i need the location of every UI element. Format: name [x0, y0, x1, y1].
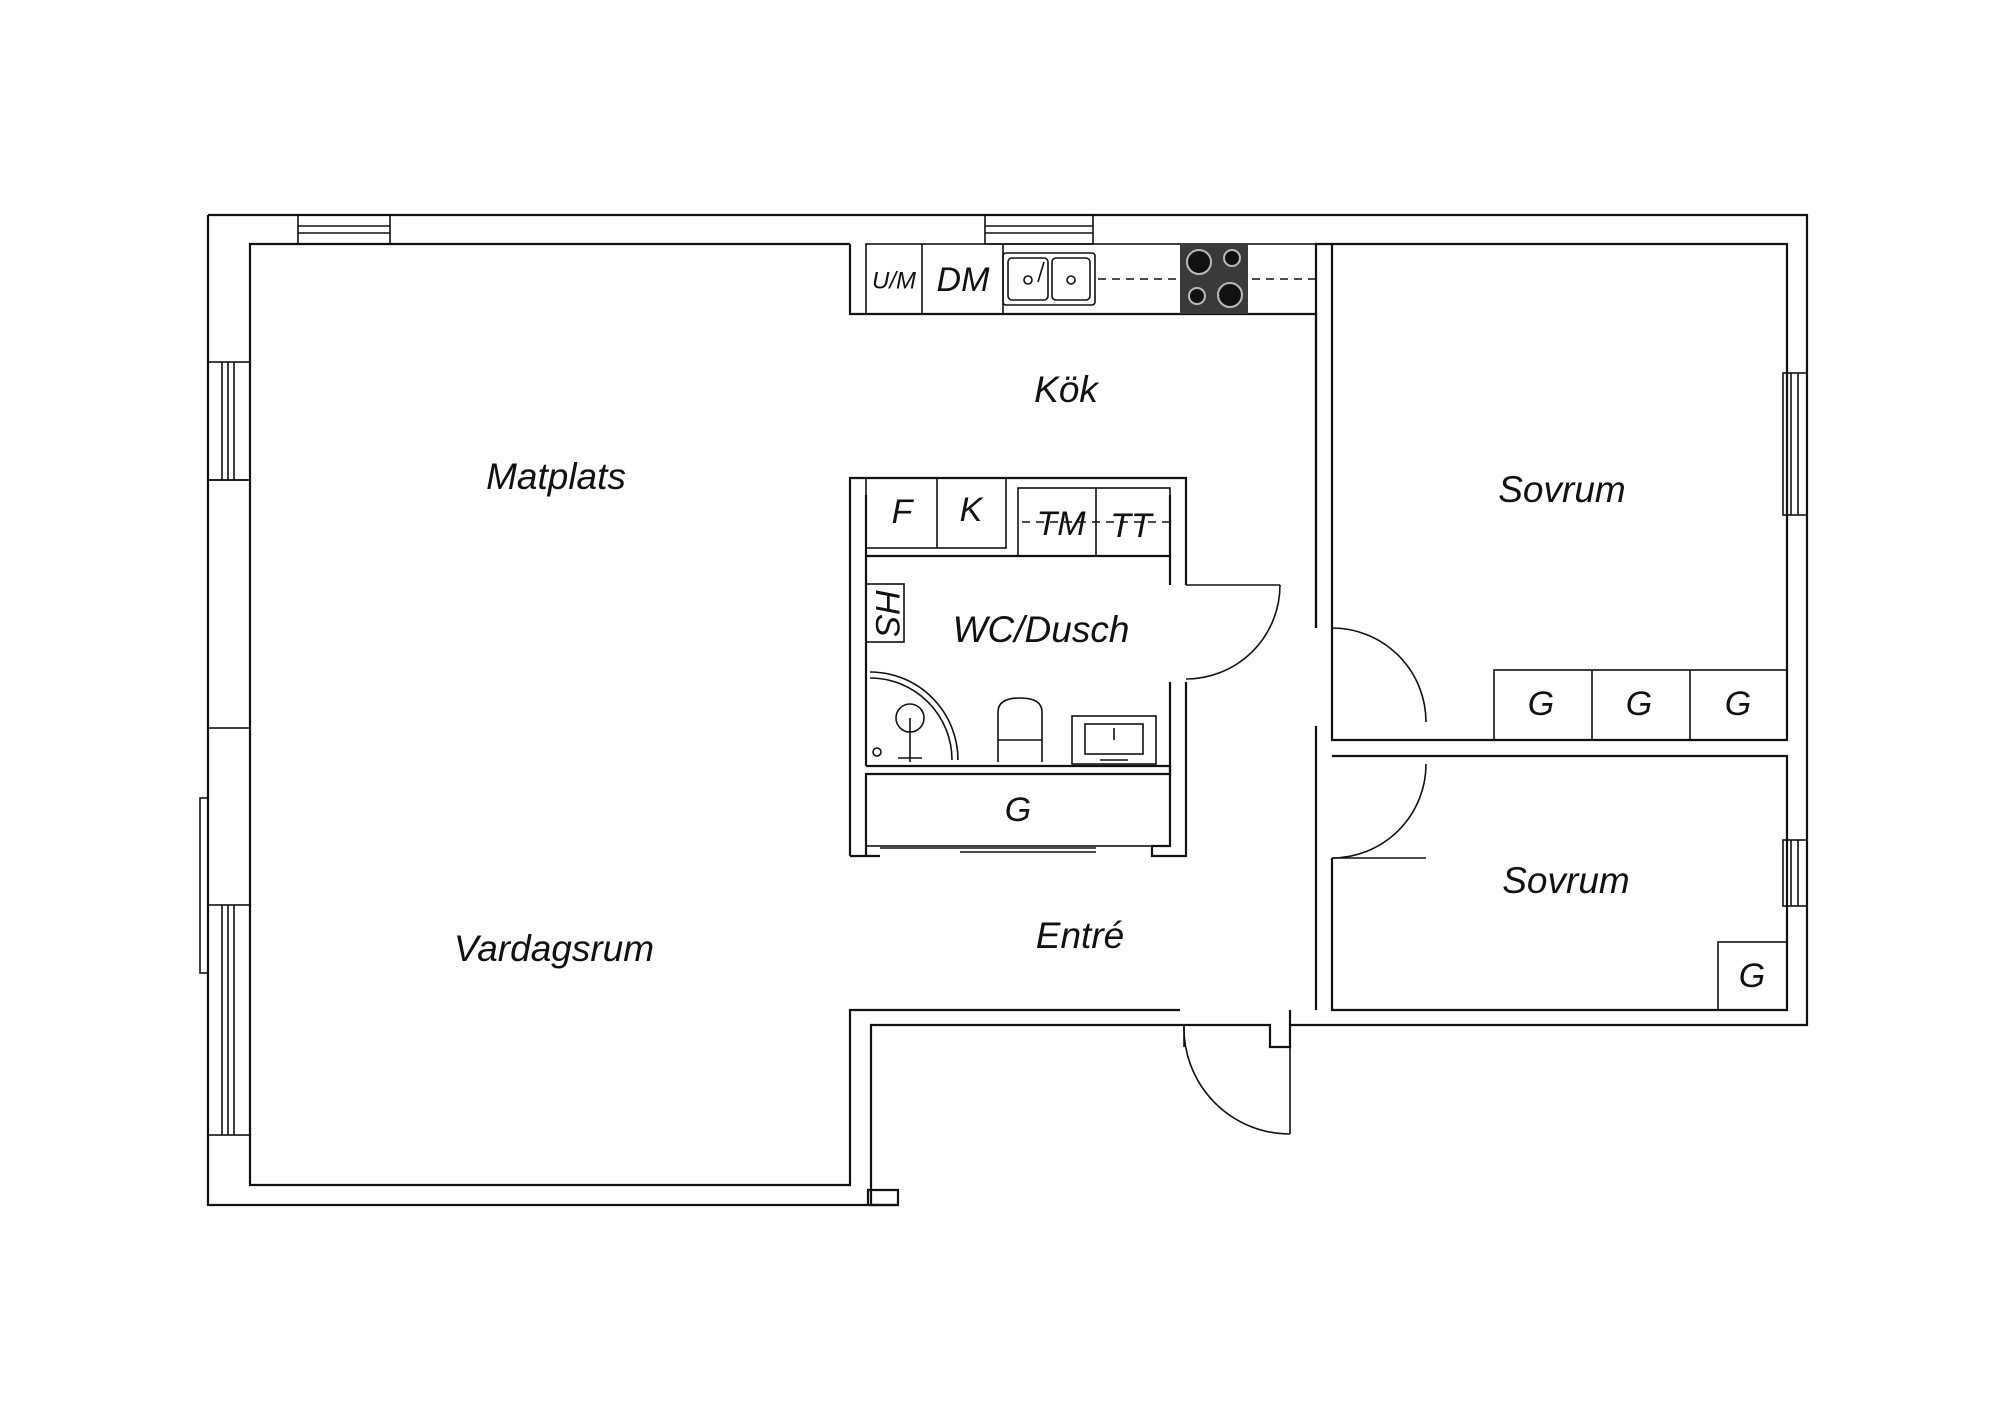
- window-icon: [199, 797, 251, 1136]
- hall-wardrobe: [865, 773, 1171, 853]
- outer-wall: [206, 213, 1809, 1207]
- door-swing-icon: [1185, 584, 1281, 680]
- window-icon: [207, 361, 251, 481]
- fixture-label-g-hall: G: [1005, 791, 1031, 829]
- fixture-label-dm: DM: [937, 261, 991, 299]
- fixture-label-g-bedroom-1a: G: [1528, 685, 1554, 723]
- window-icon: [1782, 372, 1808, 516]
- toilet-icon: [997, 697, 1043, 762]
- window-icon: [207, 479, 251, 729]
- stove-icon: [1180, 244, 1248, 314]
- fixture-label-g-bedroom-1b: G: [1626, 685, 1652, 723]
- fixture-label-k: K: [960, 491, 984, 529]
- window-icon: [297, 214, 391, 245]
- fixture-label-g-bedroom-2: G: [1739, 957, 1765, 995]
- fixture-label-f: F: [892, 493, 915, 531]
- room-label-living: Vardagsrum: [454, 928, 654, 969]
- kitchen-counter: [865, 243, 1317, 315]
- window-icon: [1782, 839, 1808, 907]
- washbasin-icon: [1071, 715, 1157, 765]
- storage-units: [865, 477, 1171, 643]
- fixture-label-g-bedroom-1c: G: [1725, 685, 1751, 723]
- fixture-label-tt: TT: [1110, 507, 1154, 545]
- shower-icon: [869, 671, 959, 762]
- room-label-bathroom: WC/Dusch: [953, 609, 1130, 650]
- door-swing-icon: [1331, 763, 1427, 859]
- bedroom-2-wardrobe: [1717, 941, 1788, 1011]
- room-label-kitchen: Kök: [1034, 369, 1100, 410]
- room-label-bedroom-1: Sovrum: [1498, 469, 1625, 510]
- room-label-entrance: Entré: [1036, 915, 1124, 956]
- fixture-label-tm: TM: [1036, 505, 1086, 543]
- door-swing-icon: [1331, 627, 1427, 723]
- door-swing-icon: [1183, 1024, 1291, 1135]
- fixture-label-hs: HS: [868, 589, 906, 637]
- bedroom-1-wardrobes: [1493, 669, 1788, 741]
- sink-icon: [1002, 252, 1096, 306]
- fixture-label-um: U/M: [872, 267, 916, 294]
- room-label-dining: Matplats: [486, 456, 626, 497]
- room-label-bedroom-2: Sovrum: [1502, 860, 1629, 901]
- window-icon: [984, 214, 1094, 245]
